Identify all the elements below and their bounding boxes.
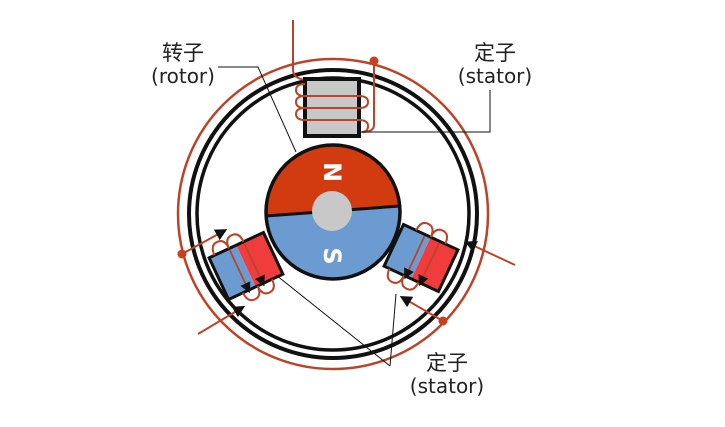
rotor-shaft [312,191,352,231]
housing-outer-ring [187,68,479,360]
outer-wire-ring [176,57,490,371]
stator-bottom-label-en: (stator) [409,374,485,399]
rotor-leader-line [218,66,297,153]
rotor: N S [264,143,402,281]
north-pole-label: N [318,162,346,182]
stator-right [382,221,460,294]
stator-top-leader-line [359,90,491,133]
stator-bottom-leader-right [389,293,397,367]
rotor-label: 转子 (rotor) [138,41,228,89]
south-pole-label: S [318,247,346,264]
wire-right-out [399,295,444,322]
wire-left-out [181,229,228,255]
stator-top-label-cn: 定子 [474,41,516,65]
stator-top [292,20,375,138]
stator-top-label-en: (stator) [457,64,533,89]
stator-bottom-leader-left [275,274,391,367]
wire-right-in [464,241,516,266]
stator-bottom-label: 定子 (stator) [392,351,502,399]
stator-left [207,230,285,302]
rotor-label-cn: 转子 [162,41,204,65]
stator-top-label: 定子 (stator) [440,41,550,89]
wire-left-in [197,305,246,335]
rotor-label-en: (rotor) [151,64,215,89]
stator-bottom-label-cn: 定子 [426,351,468,375]
